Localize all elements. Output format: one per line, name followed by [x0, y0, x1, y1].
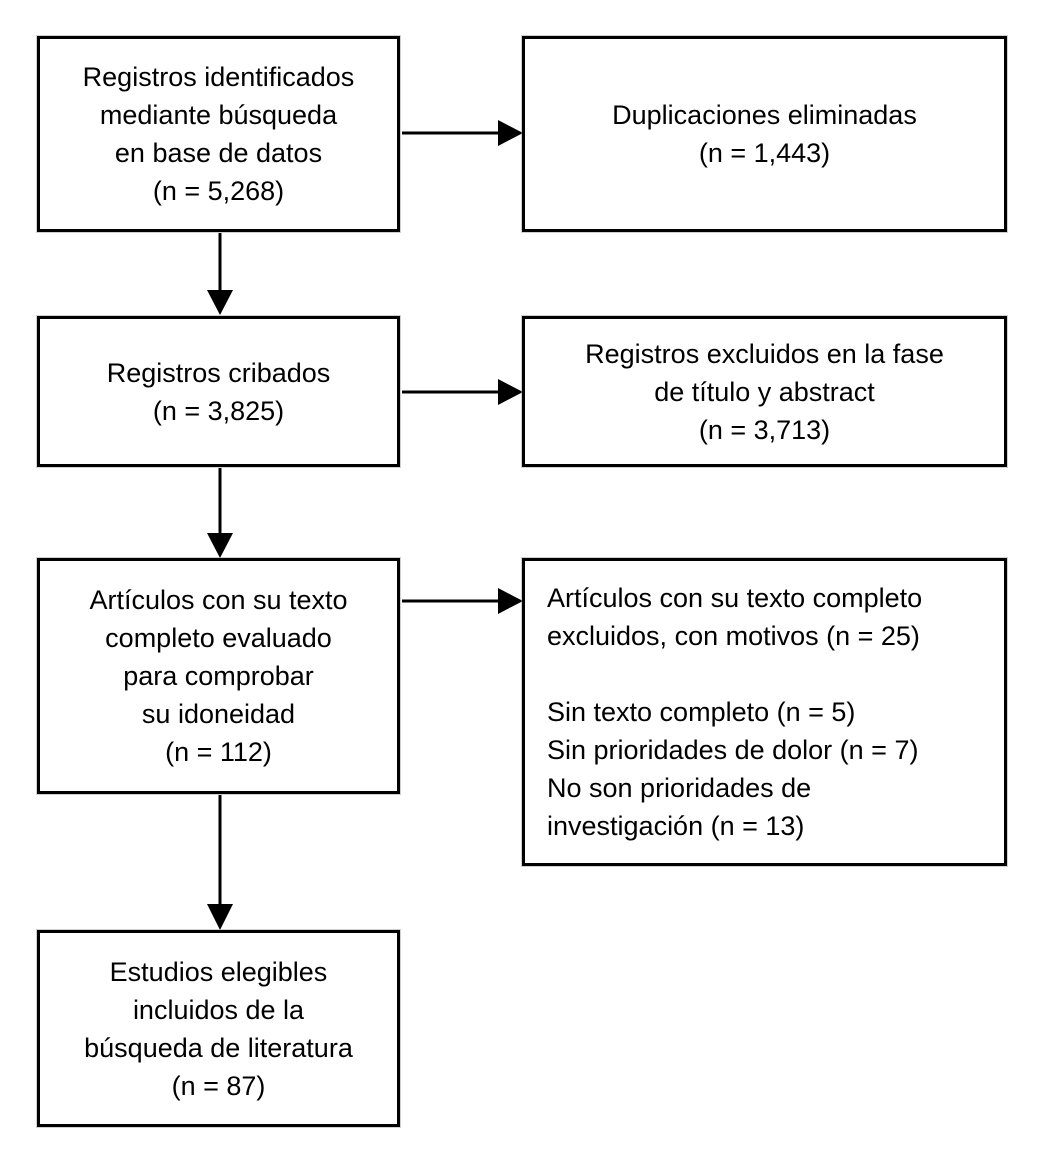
arrow-head-icon [207, 290, 233, 315]
arrow-fulltext-to-fulltext-excluded [402, 588, 523, 614]
arrow-head-icon [498, 379, 523, 405]
box-fulltext-excluded: Artículos con su texto completo excluido… [522, 558, 1007, 866]
box-records-excluded-title-abstract-text: Registros excluidos en la fase de título… [585, 338, 944, 445]
arrow-screened-to-excluded [402, 379, 523, 405]
arrow-head-icon [207, 533, 233, 558]
box-records-identified-text: Registros identificados mediante búsqued… [82, 62, 355, 206]
box-records-screened: Registros cribados (n = 3,825) [37, 316, 400, 467]
arrow-screened-to-fulltext [207, 468, 233, 558]
box-studies-included-text: Estudios elegibles incluidos de la búsqu… [84, 956, 353, 1101]
box-records-screened-text: Registros cribados (n = 3,825) [106, 357, 331, 426]
arrow-fulltext-to-included [207, 795, 233, 930]
box-records-excluded-title-abstract: Registros excluidos en la fase de título… [522, 316, 1007, 467]
arrow-head-icon [498, 120, 523, 146]
arrow-identified-to-duplicates [402, 120, 523, 146]
box-studies-included: Estudios elegibles incluidos de la búsqu… [37, 930, 400, 1127]
box-fulltext-excluded-text: Artículos con su texto completo excluido… [547, 583, 923, 841]
box-records-identified: Registros identificados mediante búsqued… [37, 36, 400, 232]
box-fulltext-assessed-text: Artículos con su texto completo evaluado… [89, 585, 348, 767]
arrow-head-icon [207, 904, 233, 930]
box-duplicates-removed: Duplicaciones eliminadas (n = 1,443) [522, 36, 1007, 232]
box-duplicates-removed-text: Duplicaciones eliminadas (n = 1,443) [612, 100, 917, 168]
arrow-identified-to-screened [207, 233, 233, 315]
arrow-head-icon [498, 588, 523, 614]
box-fulltext-assessed: Artículos con su texto completo evaluado… [37, 558, 400, 794]
